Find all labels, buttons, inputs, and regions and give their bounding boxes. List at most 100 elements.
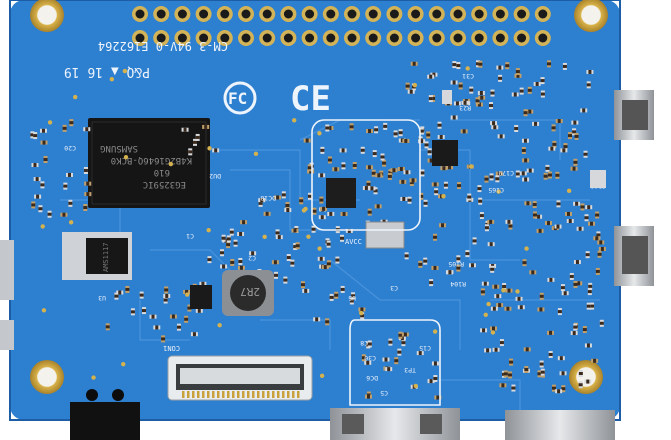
smd-part [319, 196, 324, 204]
smd-part [286, 254, 291, 262]
smd-part [334, 291, 339, 299]
smd-part [544, 221, 552, 226]
smd-part [420, 169, 425, 177]
smd-part [307, 169, 315, 174]
smd-part [563, 143, 568, 151]
smd-part [527, 86, 532, 94]
smd-part [187, 304, 192, 312]
smd-part [300, 281, 305, 289]
via [524, 246, 529, 251]
via [468, 164, 474, 169]
smd-part [559, 371, 567, 376]
smd-part [397, 166, 405, 171]
smd-part [475, 60, 480, 68]
smd-part [514, 125, 519, 133]
header-pin [259, 6, 276, 22]
header-pin [513, 6, 530, 22]
smd-part [283, 276, 288, 284]
smd-part [188, 148, 193, 156]
smd-part [557, 308, 562, 316]
smd-part [555, 171, 560, 179]
smd-part [522, 259, 527, 267]
header-pin [174, 30, 191, 46]
smd-part [546, 60, 551, 68]
smd-part [221, 234, 226, 242]
header-pin [344, 6, 360, 22]
header-pin [216, 30, 233, 46]
smd-part [361, 354, 366, 362]
smd-part [540, 368, 545, 376]
smd-part [125, 285, 130, 293]
smd-part [193, 138, 198, 146]
smd-part [374, 204, 382, 209]
smd-part [326, 126, 334, 131]
smd-part [523, 109, 528, 117]
smd-part [564, 211, 572, 216]
smd-part [398, 129, 403, 137]
smd-part [275, 235, 283, 240]
via [47, 120, 53, 125]
smd-part [43, 156, 48, 164]
smd-components [30, 60, 606, 400]
smd-part [540, 77, 545, 85]
smd-part [584, 214, 589, 222]
smd-part [398, 138, 406, 143]
regulator-label: AMS1117 [102, 242, 110, 272]
smd-part [548, 146, 556, 151]
smd-part [532, 211, 537, 219]
smd-part [274, 195, 282, 200]
header-pin [153, 30, 170, 46]
smd-part [371, 169, 376, 177]
smd-part [487, 219, 495, 224]
header-pin [534, 30, 551, 46]
smd-part [472, 237, 477, 245]
smd-part [130, 308, 135, 316]
smd-part [440, 166, 448, 171]
smd-part [33, 177, 41, 182]
smd-part [569, 272, 574, 280]
smd-part [399, 179, 407, 184]
voltage-regulator: AMS1117 [62, 232, 132, 280]
smd-part [258, 198, 266, 203]
smd-part [349, 123, 354, 131]
smd-part [407, 89, 415, 94]
header-pin [322, 30, 339, 46]
smd-part [380, 153, 385, 161]
smd-part [313, 317, 321, 322]
mounting-hole-bottom-right [569, 360, 603, 394]
smd-part [586, 302, 591, 310]
smd-part [492, 284, 500, 289]
smd-part [397, 348, 402, 356]
smd-part [299, 197, 304, 205]
smd-part [429, 279, 434, 287]
via [501, 288, 506, 293]
smd-part [400, 196, 408, 201]
smd-part [374, 126, 379, 134]
header-pin [407, 6, 424, 22]
via [68, 220, 74, 225]
smd-part [514, 73, 522, 78]
smd-part [220, 249, 225, 257]
smd-part [431, 265, 439, 270]
via [359, 310, 364, 316]
smd-part [284, 208, 292, 213]
via [123, 154, 129, 160]
smd-part [382, 357, 390, 362]
header-pin [471, 30, 488, 46]
via [109, 77, 115, 82]
smd-part [515, 170, 520, 178]
silk-label: DC18 [260, 194, 276, 202]
smd-part [367, 340, 372, 348]
cpu-outline [311, 119, 421, 231]
smd-part [460, 129, 468, 134]
via [432, 329, 438, 334]
smd-part [327, 156, 332, 164]
via [412, 82, 418, 88]
smd-part [31, 163, 39, 168]
smd-part [456, 62, 461, 70]
smd-part [522, 158, 530, 163]
smd-part [431, 94, 436, 102]
via [168, 161, 174, 167]
smd-part [587, 288, 592, 296]
smd-part [409, 178, 417, 183]
